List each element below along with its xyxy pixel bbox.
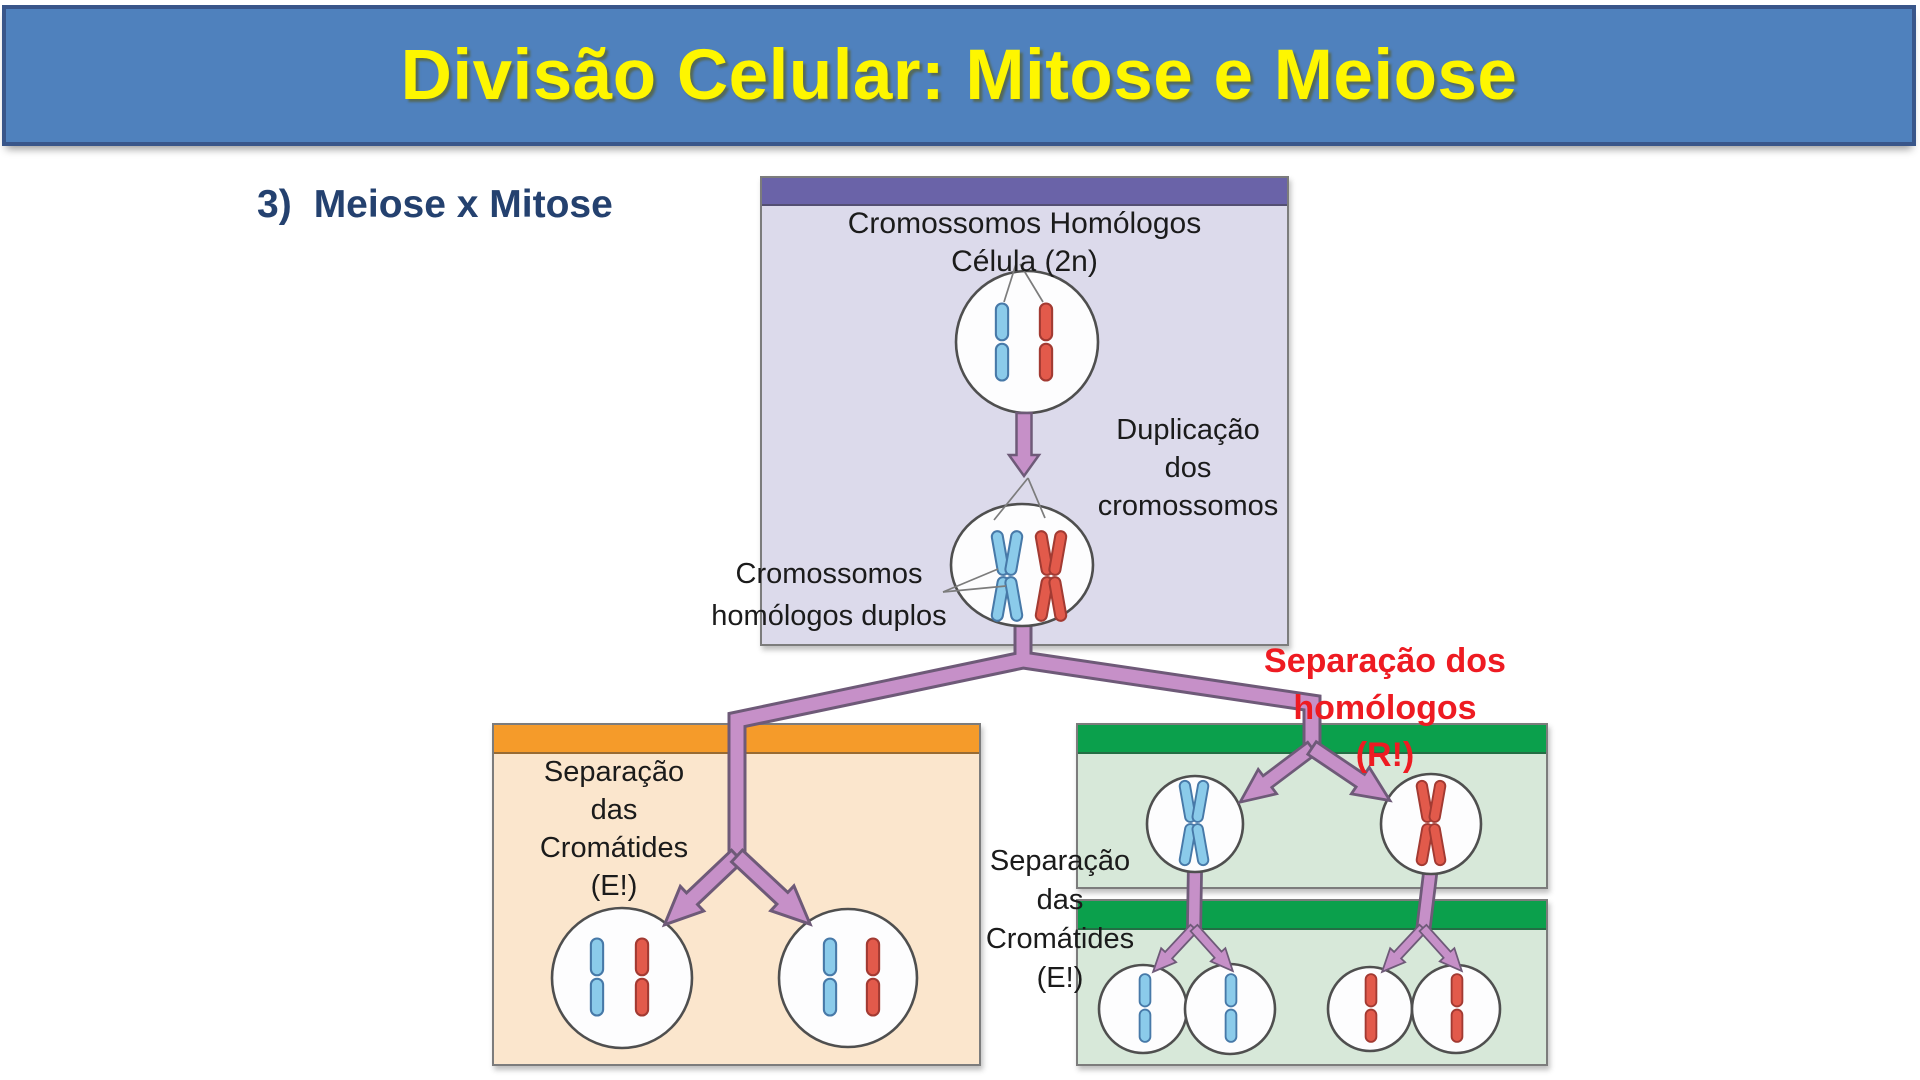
homologous-duplicated-label: Cromossomos homólogos duplos (711, 558, 947, 632)
section-heading: 3) Meiose x Mitose (257, 183, 613, 227)
homolog-separation-label: Separação dos homólogos (R!) (1264, 642, 1506, 774)
slide-title: Divisão Celular: Mitose e Meiose (400, 36, 1518, 115)
mitosis-chromatid-separation-label: Separação das Cromátides (E!) (539, 756, 689, 902)
duplication-label: Duplicação dos cromossomos (1097, 414, 1279, 522)
heading-text: Meiose x Mitose (313, 183, 613, 226)
purple-header-band (762, 178, 1287, 206)
top-box-title: Cromossomos Homólogos Célula (2n) (760, 205, 1289, 281)
heading-number: 3) (257, 183, 292, 226)
title-bar: Divisão Celular: Mitose e Meiose (2, 5, 1916, 146)
top-box-title-line2: Célula (2n) (951, 245, 1098, 278)
orange-header-band (494, 725, 979, 754)
top-box-title-line1: Cromossomos Homólogos (847, 207, 1202, 240)
meiosis-chromatid-separation-label: Separação das Cromátides (E!) (985, 845, 1135, 994)
